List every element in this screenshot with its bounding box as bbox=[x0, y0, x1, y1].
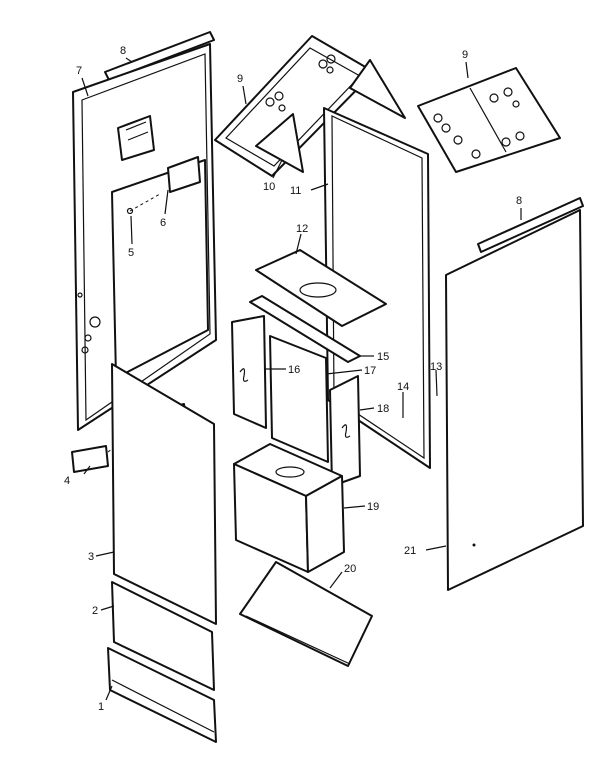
part-10-triangle-baffle bbox=[255, 113, 304, 173]
label-part-5: 5 bbox=[128, 247, 134, 259]
label-part-1: 1 bbox=[98, 701, 104, 713]
label-part-2: 2 bbox=[92, 605, 98, 617]
label-part-19: 19 bbox=[367, 501, 379, 513]
label-part-4: 4 bbox=[64, 475, 70, 487]
part-3-front-panel bbox=[111, 363, 217, 625]
part-7-cabinet-frame bbox=[72, 43, 217, 431]
label-part-11: 11 bbox=[290, 185, 301, 197]
leader-lines bbox=[81, 57, 522, 701]
label-part-21: 21 bbox=[404, 545, 416, 557]
label-part-17: 17 bbox=[364, 365, 376, 377]
part-12-flue-tray bbox=[255, 249, 387, 327]
label-part-15: 15 bbox=[377, 351, 389, 363]
part-21-side-panel bbox=[445, 209, 584, 591]
label-part-8: 8 bbox=[516, 195, 522, 207]
part-9-top-panel-right bbox=[417, 67, 561, 173]
label-part-7: 7 bbox=[76, 65, 82, 77]
label-part-12: 12 bbox=[296, 223, 308, 235]
part-16-baffle-panel bbox=[231, 315, 267, 429]
part-8-right-strip bbox=[477, 197, 584, 253]
label-part-9: 9 bbox=[462, 49, 468, 61]
part-1-base bbox=[107, 647, 217, 743]
label-part-3: 3 bbox=[88, 551, 94, 563]
part-19-blower-box bbox=[233, 443, 345, 573]
label-part-20: 20 bbox=[344, 563, 356, 575]
label-part-18: 18 bbox=[377, 403, 389, 415]
label-part-13: 13 bbox=[430, 361, 442, 373]
part-8-top-strip bbox=[104, 31, 215, 81]
label-part-16: 16 bbox=[288, 364, 300, 376]
label-part-14: 14 bbox=[397, 381, 409, 393]
part-20-bottom-tray bbox=[239, 561, 373, 667]
label-part-10: 10 bbox=[263, 181, 275, 193]
part-number-labels: 8 7 9 9 10 11 6 5 8 12 15 16 17 13 14 18… bbox=[64, 45, 522, 713]
label-part-9: 9 bbox=[237, 73, 243, 85]
label-part-6: 6 bbox=[160, 217, 166, 229]
part-17-center-panel bbox=[269, 335, 329, 463]
label-part-8: 8 bbox=[120, 45, 126, 57]
part-18-baffle-panel bbox=[329, 375, 361, 487]
part-2-lower-panel bbox=[111, 581, 215, 691]
